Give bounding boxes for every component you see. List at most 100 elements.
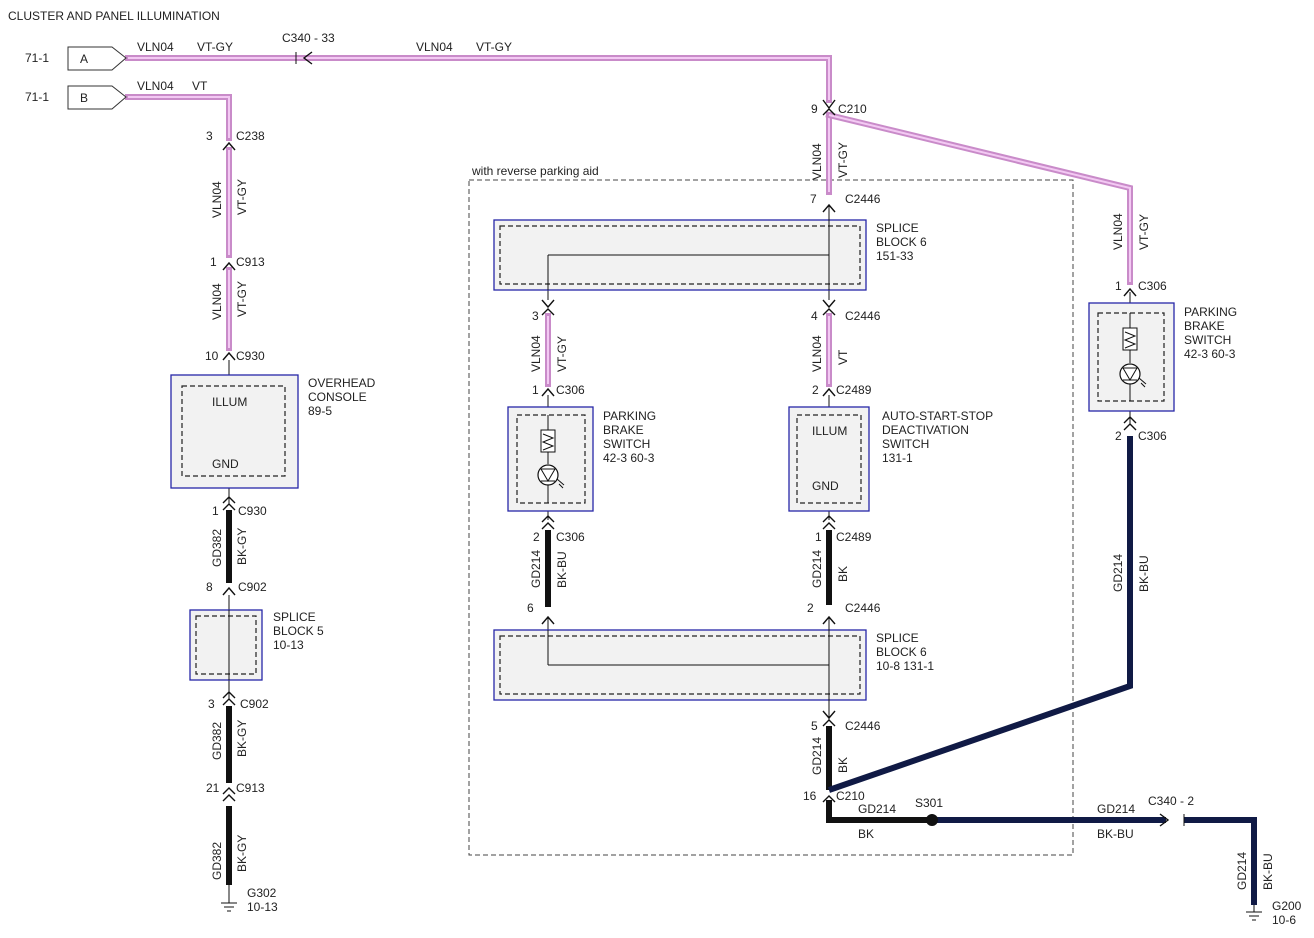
svg-text:BRAKE: BRAKE <box>603 423 644 437</box>
connector-c902-b: 3 C902 <box>208 691 269 711</box>
svg-text:89-5: 89-5 <box>308 404 332 418</box>
wire-a-top <box>125 55 832 103</box>
svg-text:71-1: 71-1 <box>25 90 49 104</box>
svg-text:1: 1 <box>212 504 219 518</box>
wire-label: VLN04 <box>210 181 224 218</box>
svg-text:B: B <box>80 91 88 105</box>
svg-text:C930: C930 <box>236 349 265 363</box>
wire-b <box>125 94 232 141</box>
wire-label: VT <box>836 349 850 365</box>
connector-c340-2: C340 - 2 <box>1148 794 1194 827</box>
svg-text:SPLICE: SPLICE <box>876 631 919 645</box>
svg-text:8: 8 <box>206 580 213 594</box>
svg-text:2: 2 <box>1115 429 1122 443</box>
svg-text:C306: C306 <box>1138 429 1167 443</box>
wire-label: VT-GY <box>197 40 233 54</box>
wire-label: VT <box>192 79 208 93</box>
svg-text:21: 21 <box>206 781 220 795</box>
ground-g302-icon <box>221 902 237 912</box>
wire-label: GD214 <box>529 550 543 588</box>
wire-label: GD214 <box>810 550 824 588</box>
svg-text:C306: C306 <box>1138 279 1167 293</box>
svg-text:C2446: C2446 <box>845 192 881 206</box>
svg-text:C210: C210 <box>836 789 865 803</box>
svg-text:A: A <box>80 52 88 66</box>
svg-text:PARKING: PARKING <box>1184 305 1237 319</box>
svg-text:AUTO-START-STOP: AUTO-START-STOP <box>882 409 993 423</box>
svg-text:GND: GND <box>212 457 239 471</box>
svg-text:10-8 131-1: 10-8 131-1 <box>876 659 934 673</box>
region-label: with reverse parking aid <box>471 164 599 178</box>
svg-text:C902: C902 <box>238 580 267 594</box>
svg-text:10: 10 <box>205 349 219 363</box>
ground-ref: 10-6 <box>1272 913 1296 927</box>
connector-c306-d: 2 C306 <box>1115 416 1167 443</box>
svg-text:BLOCK 6: BLOCK 6 <box>876 235 927 249</box>
ground-name: G302 <box>247 886 277 900</box>
connector-c238: 3 C238 <box>206 129 265 151</box>
svg-text:1: 1 <box>210 255 217 269</box>
svg-text:9: 9 <box>811 102 818 116</box>
wire-right-diagonal-pink <box>825 111 1133 285</box>
overhead-console: ILLUM GND OVERHEAD CONSOLE 89-5 <box>170 374 376 489</box>
wire-label: VLN04 <box>1111 213 1125 250</box>
splice-block-5: SPLICE BLOCK 5 10-13 <box>189 609 324 681</box>
wire-label: GD214 <box>1111 554 1125 592</box>
connector-c913-a: 1 C913 <box>210 255 265 271</box>
wire-label: BK <box>858 827 874 841</box>
connector-spl6-pin3: 3 <box>532 299 555 323</box>
svg-text:C2489: C2489 <box>836 530 872 544</box>
svg-text:C238: C238 <box>236 129 265 143</box>
lamp-icon <box>537 464 559 486</box>
input-b: 71-1 B <box>25 85 127 110</box>
diagram-title: CLUSTER AND PANEL ILLUMINATION <box>8 9 220 23</box>
svg-text:C2446: C2446 <box>845 719 881 733</box>
wire-label: GD214 <box>858 802 896 816</box>
svg-text:PARKING: PARKING <box>603 409 656 423</box>
wire-right-navy <box>828 436 1133 793</box>
connector-c306-a: 1 C306 <box>532 383 585 397</box>
svg-text:C306: C306 <box>556 530 585 544</box>
wire-label: BK-GY <box>235 528 249 565</box>
connector-c913-b: 21 C913 <box>206 781 265 802</box>
connector-c306-b: 2 C306 <box>533 515 585 544</box>
lamp-icon <box>1119 363 1141 385</box>
svg-text:CONSOLE: CONSOLE <box>308 390 367 404</box>
resistor-icon <box>540 429 556 453</box>
svg-text:SWITCH: SWITCH <box>1184 333 1231 347</box>
wire-label: VT-GY <box>235 281 249 317</box>
wire-label: VLN04 <box>416 40 453 54</box>
connector-spl6-pin6: 6 <box>527 601 555 625</box>
parking-brake-switch-left: PARKING BRAKE SWITCH 42-3 60-3 <box>507 406 656 512</box>
svg-text:3: 3 <box>532 309 539 323</box>
parking-brake-switch-right: PARKING BRAKE SWITCH 42-3 60-3 <box>1088 302 1237 412</box>
wire-label: VLN04 <box>529 335 543 372</box>
svg-text:2: 2 <box>812 383 819 397</box>
svg-text:4: 4 <box>811 309 818 323</box>
connector-c2446-c: 2 C2446 <box>807 601 881 625</box>
wire-label: GD214 <box>1097 802 1135 816</box>
svg-text:10-13: 10-13 <box>273 638 304 652</box>
svg-text:42-3 60-3: 42-3 60-3 <box>1184 347 1236 361</box>
wire-label: VT-GY <box>1137 214 1151 250</box>
svg-text:C2446: C2446 <box>845 601 881 615</box>
wire-label: BK <box>836 566 850 582</box>
svg-text:71-1: 71-1 <box>25 51 49 65</box>
reverse-parking-aid-region <box>468 179 1074 856</box>
connector-c340-33: C340 - 33 <box>282 31 335 65</box>
svg-text:C902: C902 <box>240 697 269 711</box>
connector-c930-a: 10 C930 <box>205 349 265 363</box>
svg-text:3: 3 <box>206 129 213 143</box>
svg-text:OVERHEAD: OVERHEAD <box>308 376 376 390</box>
wire-label: VT-GY <box>476 40 512 54</box>
wire-label: VT-GY <box>235 179 249 215</box>
wire-label: VLN04 <box>810 143 824 180</box>
svg-text:C2446: C2446 <box>845 309 881 323</box>
svg-text:2: 2 <box>533 530 540 544</box>
ground-g200-icon <box>1246 911 1262 921</box>
wire-label: VT-GY <box>555 336 569 372</box>
svg-text:5: 5 <box>811 719 818 733</box>
connector-c930-b: 1 C930 <box>212 496 267 518</box>
wire-label: VLN04 <box>210 283 224 320</box>
svg-text:BRAKE: BRAKE <box>1184 319 1225 333</box>
